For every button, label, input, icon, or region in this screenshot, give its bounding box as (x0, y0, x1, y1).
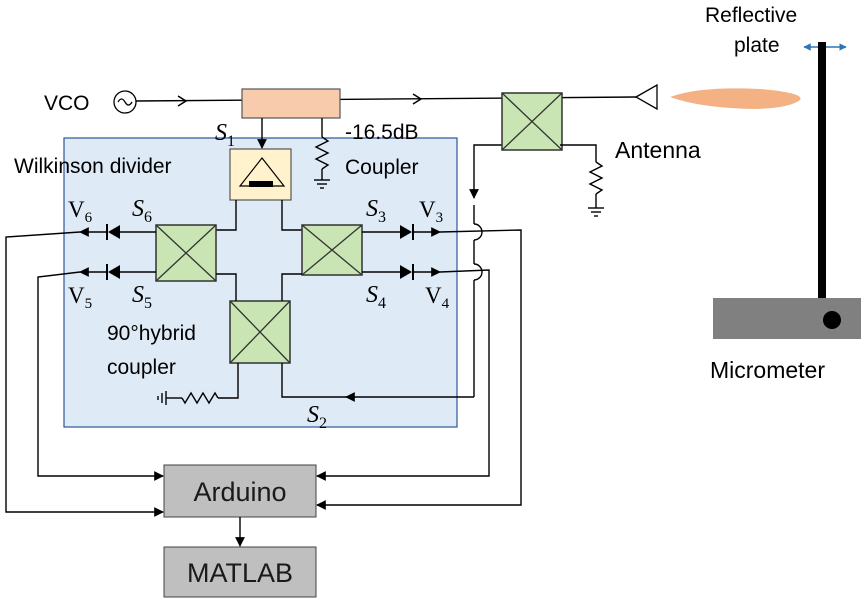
hybrid-coupler-bottom (229, 300, 291, 364)
matlab-label: MATLAB (187, 558, 293, 588)
hybrid-coupler-right (301, 224, 363, 276)
port-s2-label: S2 (307, 402, 327, 432)
port-s1-label: S1 (215, 120, 235, 150)
hybrid-termination-resistor-icon (157, 391, 219, 405)
hybrid-coupler-label-line2: coupler (107, 356, 176, 379)
voltage-v6-label: V6 (68, 197, 93, 226)
vco-source-icon (113, 90, 137, 114)
micrometer-label: Micrometer (710, 357, 825, 383)
voltage-v4-label: V4 (425, 283, 450, 312)
hybrid-coupler-label-line1: 90°hybrid (107, 322, 196, 345)
port-s3-label: S3 (366, 196, 386, 226)
wilkinson-label: Wilkinson divider (14, 155, 172, 178)
reflective-plate-label-line2: plate (734, 34, 780, 57)
wilkinson-divider-block (229, 148, 292, 201)
reflective-plate (818, 42, 826, 298)
matlab-box (163, 546, 317, 598)
antenna-coupler (501, 92, 563, 151)
arduino-label: Arduino (193, 477, 286, 507)
signal-arrow-icon (177, 95, 188, 107)
vco-label: VCO (44, 92, 90, 115)
voltage-v5-label: V5 (68, 283, 92, 312)
micrometer-knob-icon (823, 311, 841, 329)
coupler-label: Coupler (345, 156, 419, 179)
voltage-v3-label: V3 (419, 197, 443, 226)
antenna-icon (634, 83, 658, 111)
signal-arrow-icon (412, 93, 423, 105)
antenna-termination-resistor-icon (560, 144, 604, 217)
coupler-block (241, 88, 341, 119)
port-s5-label: S5 (132, 282, 152, 312)
coupler-value-label: -16.5dB (345, 121, 419, 144)
hybrid-coupler-left (155, 224, 217, 282)
coupler-termination-resistor-icon (314, 118, 330, 189)
port-s4-label: S4 (366, 282, 386, 312)
antenna-label: Antenna (615, 137, 701, 163)
beam-shape (670, 88, 801, 109)
arduino-box (163, 464, 317, 518)
reflective-plate-label-line1: Reflective (705, 4, 797, 27)
port-s6-label: S6 (132, 196, 152, 226)
